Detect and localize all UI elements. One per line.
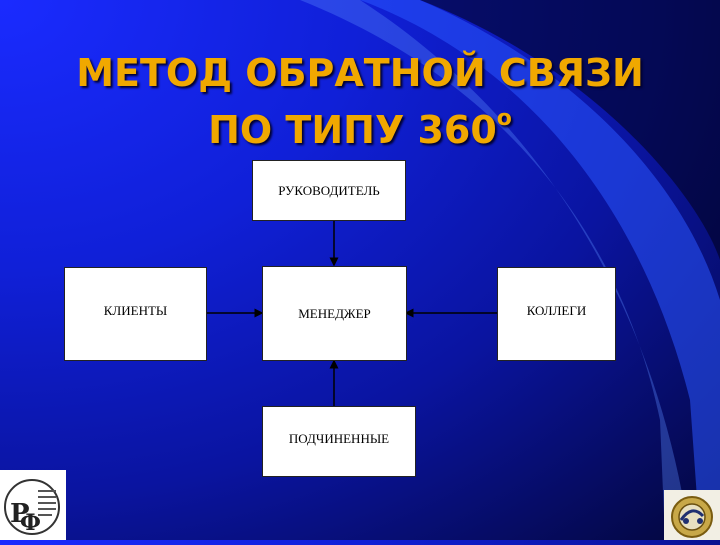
node-colleagues: КОЛЛЕГИ xyxy=(497,267,616,361)
node-label-top: РУКОВОДИТЕЛЬ xyxy=(278,182,380,198)
title-line-2-text: ПО ТИПУ 360 xyxy=(208,108,497,152)
node-manager: МЕНЕДЖЕР xyxy=(262,266,407,361)
node-label-center: МЕНЕДЖЕР xyxy=(298,305,371,321)
degree-mark: о xyxy=(496,106,512,131)
title-line-2: ПО ТИПУ 360о xyxy=(0,96,720,153)
slide-title: МЕТОД ОБРАТНОЙ СВЯЗИ ПО ТИПУ 360о xyxy=(0,50,720,153)
svg-text:Ф: Ф xyxy=(20,510,41,536)
node-label-left: КЛИЕНТЫ xyxy=(103,303,168,318)
node-subordinates: ПОДЧИНЕННЫЕ xyxy=(262,406,416,477)
node-label-right: КОЛЛЕГИ xyxy=(526,303,587,318)
title-line-1: МЕТОД ОБРАТНОЙ СВЯЗИ xyxy=(76,51,644,95)
globe-emblem-icon xyxy=(664,490,720,540)
node-clients: КЛИЕНТЫ xyxy=(64,267,207,361)
svg-text:Р: Р xyxy=(10,499,30,529)
rfam-logo-icon: Р Ф xyxy=(0,470,66,540)
node-manager-boss: РУКОВОДИТЕЛЬ xyxy=(252,160,406,221)
node-label-bottom: ПОДЧИНЕННЫЕ xyxy=(288,430,390,446)
